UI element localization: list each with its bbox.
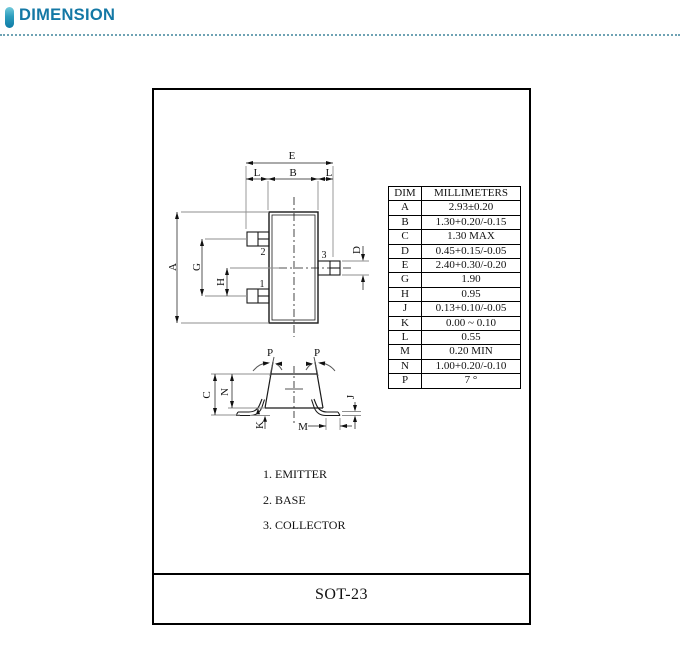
package-name: SOT-23 xyxy=(314,586,369,603)
dim-cell: P xyxy=(388,373,422,389)
legend-item-collector: 3. COLLECTOR xyxy=(263,518,346,532)
legend-item-emitter: 1. EMITTER xyxy=(263,467,327,481)
value-cell: 7 ° xyxy=(421,373,521,389)
value-cell: 0.45+0.15/-0.05 xyxy=(421,243,521,260)
dim-cell: G xyxy=(388,272,422,288)
side-left-lead xyxy=(235,398,266,417)
dim-cell: D xyxy=(388,243,422,260)
dim-label-l-left: L xyxy=(254,167,261,179)
sot23-top-view: E L B L A G H D 1 2 3 xyxy=(167,150,369,337)
dim-label-m: M xyxy=(298,421,308,433)
value-cell: 1.90 xyxy=(421,272,521,288)
sot23-side-view: P P C N K M J xyxy=(201,347,361,433)
arrowheads-side-view xyxy=(213,361,357,428)
dim-cell: C xyxy=(388,229,422,245)
package-body-inner-outline xyxy=(271,214,316,321)
dim-cell: M xyxy=(388,344,422,360)
dim-column-header: DIM xyxy=(388,185,422,202)
dim-label-d: D xyxy=(351,246,363,254)
pin3-number: 3 xyxy=(322,250,327,261)
side-right-lead xyxy=(310,398,341,417)
frame-footer-divider xyxy=(154,573,529,575)
pin1-number: 1 xyxy=(260,279,265,290)
dim-cell: L xyxy=(388,330,422,346)
arrowheads-top-view xyxy=(175,161,365,323)
value-cell: 0.95 xyxy=(421,286,521,303)
dotted-rule xyxy=(0,34,680,36)
dim-cell: K xyxy=(388,315,422,332)
dim-label-c: C xyxy=(201,391,213,398)
value-cell: 2.93±0.20 xyxy=(421,200,521,216)
extension-lines-side-view xyxy=(211,373,361,430)
package-body-outline xyxy=(268,211,319,324)
millimeters-column-header: MILLIMETERS xyxy=(421,185,521,202)
dim-cell: H xyxy=(388,286,422,303)
dimension-lines-top-view xyxy=(176,162,364,323)
value-cell: 0.20 MIN xyxy=(421,344,521,360)
dim-label-a: A xyxy=(167,263,179,271)
dim-label-n: N xyxy=(219,388,231,396)
dim-label-g: G xyxy=(191,263,203,271)
value-cell: 1.30+0.20/-0.15 xyxy=(421,214,521,231)
dim-label-p-right: P xyxy=(314,347,320,359)
value-cell: 0.00 ~ 0.10 xyxy=(421,315,521,332)
pin3-lead xyxy=(317,260,341,276)
pin1-lead xyxy=(246,288,270,304)
dim-cell: A xyxy=(388,200,422,216)
value-cell: 1.30 MAX xyxy=(421,229,521,245)
value-cell: 1.00+0.20/-0.10 xyxy=(421,358,521,375)
pin2-number: 2 xyxy=(261,247,266,258)
dim-label-e: E xyxy=(289,150,296,162)
section-marker-icon xyxy=(5,7,14,28)
pin2-lead xyxy=(246,231,270,247)
dim-label-p-left: P xyxy=(267,347,273,359)
dim-cell: B xyxy=(388,214,422,231)
drawing-frame: SOT-23 xyxy=(152,88,531,625)
table-header-row: DIM MILLIMETERS xyxy=(388,185,521,202)
dim-cell: J xyxy=(388,301,422,317)
dim-label-j: J xyxy=(345,394,357,399)
dim-cell: E xyxy=(388,258,422,274)
dim-label-k: K xyxy=(254,421,266,429)
value-cell: 0.55 xyxy=(421,330,521,346)
value-cell: 2.40+0.30/-0.20 xyxy=(421,258,521,274)
value-cell: 0.13+0.10/-0.05 xyxy=(421,301,521,317)
legend-item-base: 2. BASE xyxy=(263,492,306,507)
dim-label-b: B xyxy=(289,167,296,179)
extension-lines-top-view xyxy=(181,166,369,324)
dimension-lines-side-view xyxy=(214,356,356,429)
dim-label-l-right: L xyxy=(326,167,333,179)
pin-legend: 1. EMITTER 2. BASE 3. COLLECTOR xyxy=(263,467,345,544)
dim-label-h: H xyxy=(215,278,227,286)
section-title: DIMENSION xyxy=(19,6,116,24)
dim-cell: N xyxy=(388,358,422,375)
